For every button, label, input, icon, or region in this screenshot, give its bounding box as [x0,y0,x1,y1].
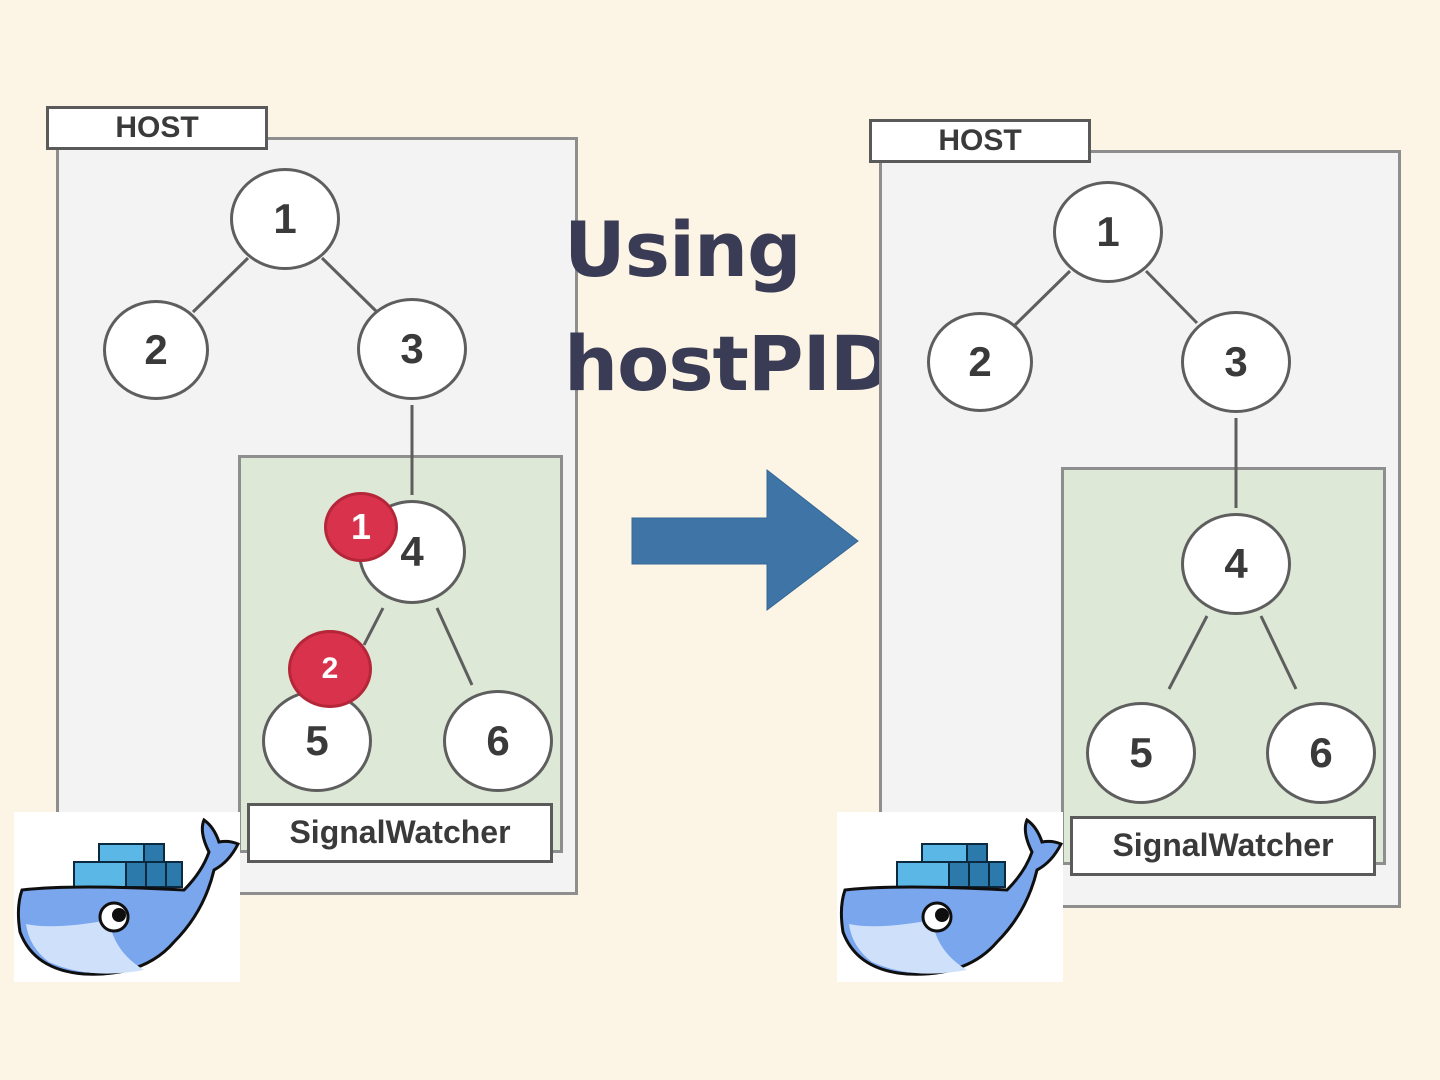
left-signalwatcher-label: SignalWatcher [247,803,553,863]
right-host-label: HOST [869,119,1091,163]
edge-1-3 [1144,269,1199,325]
title-line-2: hostPID [564,319,893,408]
signal-badge-1: 1 [324,492,398,562]
right-node-4: 4 [1181,513,1291,615]
left-host-label: HOST [46,106,268,150]
edge-4-5 [362,607,385,646]
left-node-1: 1 [230,168,340,270]
left-node-2: 2 [103,300,209,400]
edge-1-3 [320,256,379,314]
left-node-5: 5 [262,690,372,792]
edge-4-5 [1167,615,1209,690]
right-node-6: 6 [1266,702,1376,804]
docker-whale-icon [837,812,1064,982]
right-signalwatcher-label: SignalWatcher [1070,816,1376,876]
right-node-2: 2 [927,312,1033,412]
title-line-1: Using [564,205,802,294]
right-node-1: 1 [1053,181,1163,283]
edge-4-6 [1259,615,1298,690]
edge-1-2 [191,256,250,314]
right-node-3: 3 [1181,311,1291,413]
right-node-5: 5 [1086,702,1196,804]
docker-whale-icon [14,812,241,982]
edge-4-6 [435,607,474,686]
left-node-3: 3 [357,298,467,400]
right-arrow-icon [631,468,859,612]
left-node-6: 6 [443,690,553,792]
signal-badge-2: 2 [288,630,372,708]
edge-1-2 [1013,269,1072,327]
